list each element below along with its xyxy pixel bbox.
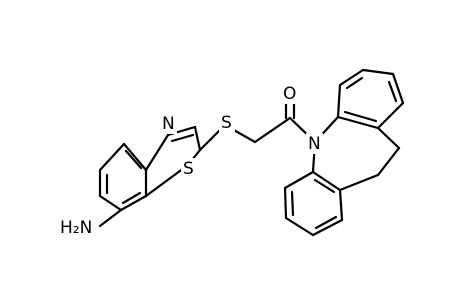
atom-labels: H₂N N S S O N [57,83,323,239]
bond [376,146,401,177]
bond [387,80,398,103]
bond [313,178,336,194]
bond [284,216,315,237]
carbonyl-oxygen-label: O [283,84,296,104]
bond [121,191,142,205]
bond [338,188,344,222]
bond [283,170,315,190]
bond [122,142,148,172]
bond [361,68,395,76]
amine-label: H₂N [60,218,92,238]
bond [119,194,148,212]
thioether-sulfur-label: S [221,113,232,133]
bond [338,68,365,87]
bond [338,173,380,192]
bond [253,116,292,144]
bond [336,83,342,119]
bond [314,215,338,230]
bond [311,218,344,237]
bond [98,142,126,172]
bond [170,133,195,143]
bond [376,126,401,150]
bond [283,186,288,220]
bond [345,76,364,90]
bond [144,133,170,172]
bond [391,72,405,105]
bond [98,208,123,228]
bond [290,190,295,217]
bond [311,170,342,192]
bond [124,149,143,170]
thiazole-nitrogen-label: N [162,114,175,134]
bond [376,101,405,130]
thiazole-sulfur-label: S [183,159,194,179]
bonds [98,68,405,237]
bond [336,115,380,130]
bond [98,194,123,212]
azepine-nitrogen-label: N [308,134,321,154]
bond [343,110,378,123]
bond [193,125,202,152]
